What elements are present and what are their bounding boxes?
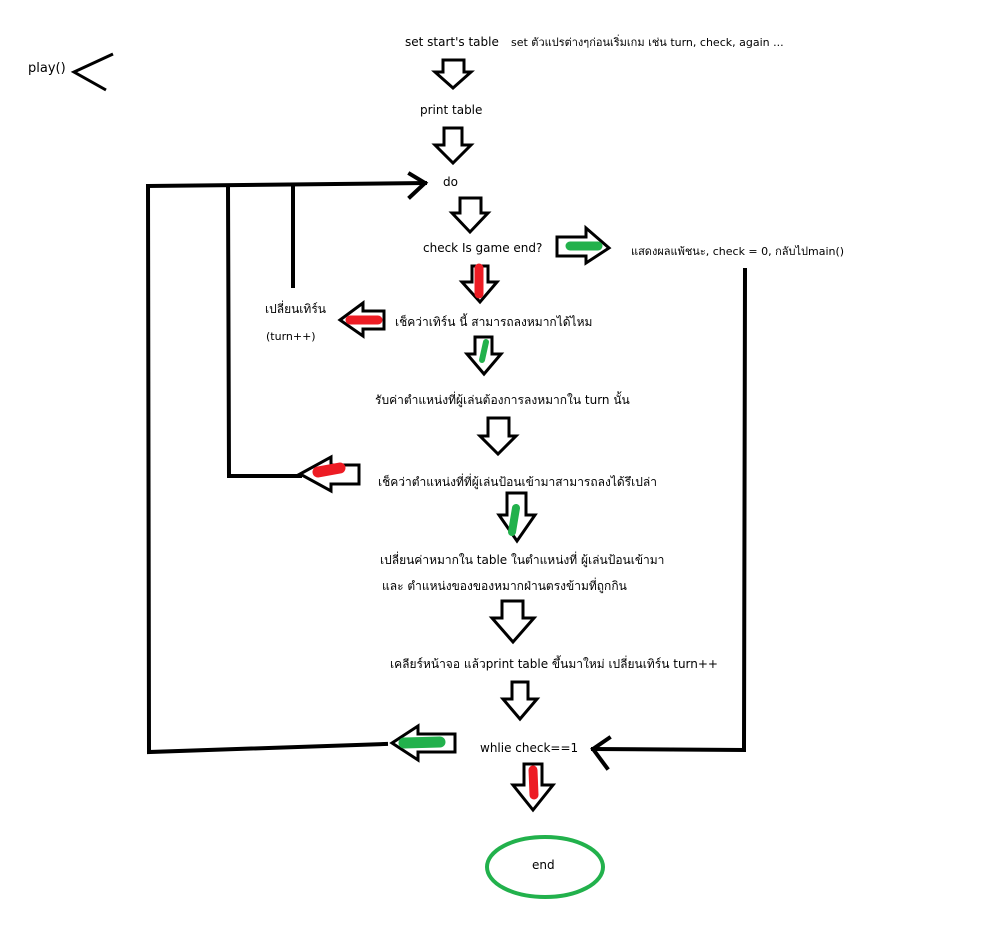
green-mark-4 <box>398 736 446 749</box>
red-mark-4 <box>528 765 539 800</box>
red-mark-3 <box>312 462 346 478</box>
green-mark-2 <box>479 339 489 363</box>
loop-pos-line <box>225 183 302 478</box>
loop-while-line <box>145 183 389 755</box>
arrow-down-9 <box>499 680 541 722</box>
arrow-down-8 <box>488 599 538 645</box>
arrow-down-3 <box>448 196 492 235</box>
while-check-label: whlie check==1 <box>480 741 579 755</box>
change-value-label-2: และ ตำแหน่งของของหมากฝ่านตรงข้ามที่ถูกกิ… <box>382 579 627 593</box>
set-vars-label: set ตัวแปรต่างๆก่อนเริ่มเกม เช่น turn, c… <box>511 36 784 49</box>
check-end-label: check Is game end? <box>423 241 543 255</box>
arrow-down-1 <box>431 58 475 91</box>
change-value-label-1: เปลี่ยนค่าหมากใน table ในตำแหน่งที่ ผู้เ… <box>380 553 665 567</box>
check-turn-label: เช็คว่าเทิร์น นี้ สามารถลงหมากได้ไหม <box>395 315 593 329</box>
get-pos-label: รับค่าตำแหน่งที่ผู้เล่นต้องการลงหมากใน t… <box>375 393 630 407</box>
arrow-down-2 <box>431 126 475 166</box>
clear-screen-label: เคลียร์หน้าจอ แล้วprint table ขึ้นมาใหม่… <box>390 657 718 671</box>
green-mark-3 <box>508 504 520 536</box>
loop-top-line <box>145 180 428 189</box>
arrow-down-6 <box>476 416 520 457</box>
check-pos-label: เช็คว่าตำแหน่งที่ที่ผู้เล่นป้อนเข้ามาสาม… <box>378 475 657 489</box>
show-result-label: แสดงผลแพ้ชนะ, check = 0, กลับไปmain() <box>631 245 845 258</box>
end-label: end <box>532 858 555 872</box>
print-table-label: print table <box>420 103 483 117</box>
loop-top-arrowhead <box>407 171 429 200</box>
result-return-line <box>590 267 748 753</box>
result-return-arrowhead <box>590 735 612 771</box>
end-terminal <box>485 835 605 899</box>
do-label: do <box>443 175 458 189</box>
set-table-label: set start's table <box>405 35 499 49</box>
turn-inc-label: (turn++) <box>266 330 316 343</box>
play-label: play() <box>28 61 66 76</box>
change-turn-label: เปลี่ยนเทิร์น <box>265 302 326 316</box>
play-chevron <box>70 52 114 92</box>
